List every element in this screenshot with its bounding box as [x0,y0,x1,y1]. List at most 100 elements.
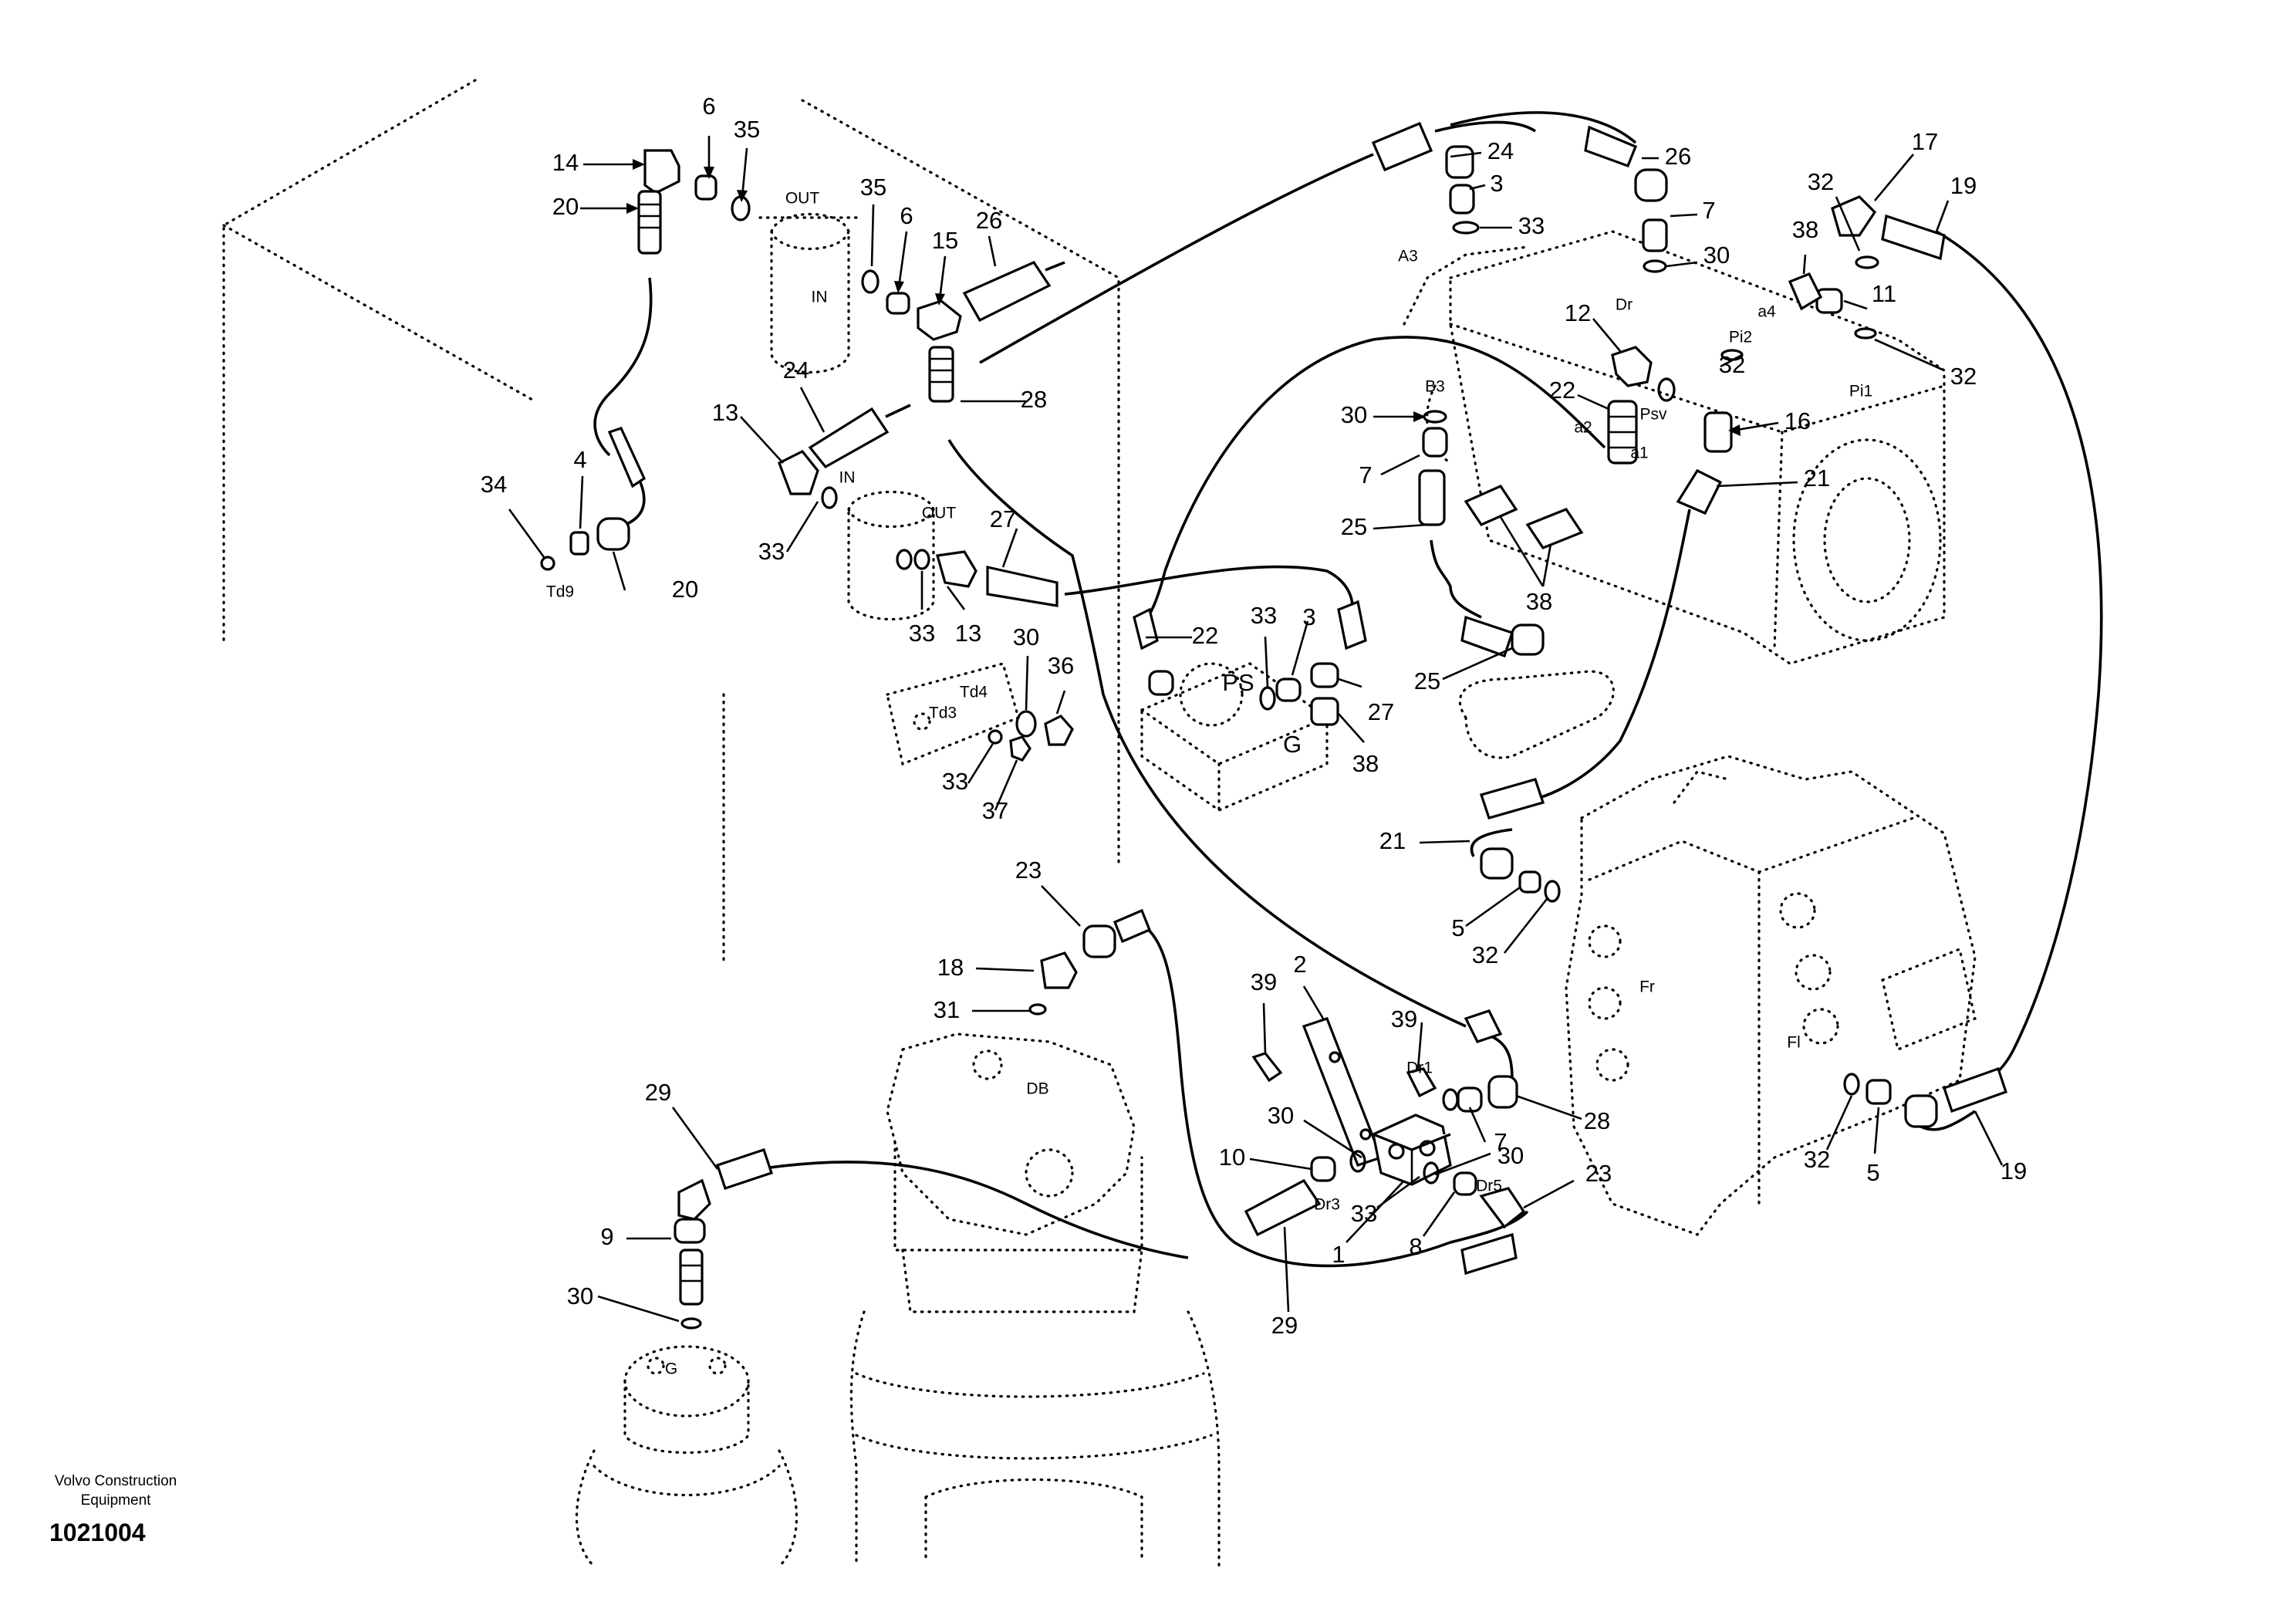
callout-33: 33 [909,620,935,647]
callout-21: 21 [1379,827,1406,854]
leader-lines [508,136,2004,1323]
callout-29: 29 [1271,1312,1298,1339]
port-label-dr3: Dr3 [1314,1196,1340,1214]
port-label-a1: a1 [1630,444,1648,462]
callout-30: 30 [1703,242,1730,269]
callout-33: 33 [1251,602,1277,629]
callout-34: 34 [481,471,507,498]
callout-6: 6 [702,93,715,120]
callout-8: 8 [1409,1233,1422,1260]
port-label-out-upper: OUT [785,190,820,208]
company-name-line1: Volvo Construction [55,1473,177,1489]
port-label-fl: Fl [1787,1034,1801,1052]
callout-10: 10 [1219,1144,1245,1171]
callout-30: 30 [567,1282,593,1309]
callout-7: 7 [1359,461,1372,488]
callout-28: 28 [1021,386,1047,413]
callout-38: 38 [1526,588,1552,615]
callout-22: 22 [1192,622,1218,649]
callout-28: 28 [1584,1107,1610,1134]
footer: Volvo Construction Equipment 1021004 [49,1473,177,1546]
callout-24: 24 [1487,137,1514,164]
callout-30: 30 [1497,1142,1524,1169]
callout-35: 35 [860,174,886,201]
callout-30: 30 [1341,401,1367,428]
callout-35: 35 [734,116,760,143]
callout-39: 39 [1391,1005,1417,1032]
callout-33: 33 [1518,212,1545,239]
port-label-in-lower: IN [839,469,856,487]
port-label-td9: Td9 [546,583,574,601]
port-label-pi1: Pi1 [1849,383,1872,400]
callout-14: 14 [552,149,579,176]
callout-27: 27 [990,505,1016,532]
callout-numbers: 14 6 35 20 35 6 15 26 24 3 33 26 7 30 17… [481,93,2027,1339]
callout-21: 21 [1804,465,1830,492]
callout-20: 20 [552,193,579,220]
callout-23: 23 [1585,1160,1612,1187]
port-label-td3: Td3 [929,705,957,722]
callout-20: 20 [672,576,698,603]
callout-25: 25 [1414,667,1440,694]
callout-32: 32 [1808,168,1834,195]
callout-37: 37 [982,797,1008,824]
port-labels: OUT IN IN OUT Td9 Td4 Td3 A3 Dr B3 a4 Pi… [546,190,1872,1378]
callout-13: 13 [955,620,981,647]
callout-31: 31 [934,996,960,1023]
callout-22: 22 [1549,377,1575,404]
hidden-outlines [222,79,1977,1568]
callout-23: 23 [1015,857,1042,884]
port-label-psv: Psv [1639,406,1667,424]
callout-38: 38 [1792,216,1818,243]
callout-9: 9 [600,1223,613,1250]
callout-19: 19 [1950,172,1977,199]
callout-13: 13 [712,399,738,426]
callout-32: 32 [1804,1146,1830,1173]
callout-5: 5 [1866,1159,1879,1186]
callout-7: 7 [1494,1128,1507,1155]
port-label-db: DB [1026,1080,1048,1098]
callout-33: 33 [758,538,785,565]
callout-30: 30 [1013,623,1039,650]
callout-27: 27 [1368,698,1394,725]
port-label-out-lower: OUT [922,505,957,522]
callout-33: 33 [942,768,968,795]
port-label-dr1: Dr1 [1406,1059,1433,1077]
callout-38: 38 [1352,750,1379,777]
callout-5: 5 [1451,914,1464,941]
callout-12: 12 [1565,299,1591,326]
callout-25: 25 [1341,513,1367,540]
callout-11: 11 [1872,280,1896,307]
port-label-td4: Td4 [960,684,988,701]
callout-26: 26 [976,207,1002,234]
callout-33: 33 [1351,1200,1377,1227]
callout-32: 32 [1719,351,1745,378]
callout-29: 29 [645,1079,671,1106]
port-label-a2: a2 [1574,419,1592,437]
drawing-number: 1021004 [49,1519,146,1546]
port-label-a3: A3 [1398,248,1418,265]
company-name-line2: Equipment [81,1492,152,1509]
port-label-in-upper: IN [812,289,828,306]
callout-15: 15 [932,227,958,254]
callout-30: 30 [1268,1102,1294,1129]
callout-6: 6 [900,202,913,229]
callout-32: 32 [1950,363,1977,390]
callout-2: 2 [1293,951,1306,978]
callout-24: 24 [783,357,809,384]
port-label-pi2: Pi2 [1729,329,1752,346]
port-label-fr: Fr [1639,978,1655,996]
callout-16: 16 [1784,407,1811,434]
callout-19: 19 [2001,1157,2027,1184]
port-label-dr-pump: Dr [1616,296,1633,314]
callout-1: 1 [1332,1241,1345,1268]
callout-17: 17 [1912,128,1938,155]
callout-26: 26 [1665,143,1691,170]
fittings [540,121,2008,1330]
port-label-a4: a4 [1757,303,1776,321]
callout-39: 39 [1251,968,1277,995]
port-label-dr5: Dr5 [1476,1178,1502,1195]
callout-36: 36 [1048,652,1074,679]
callout-3: 3 [1302,603,1315,630]
